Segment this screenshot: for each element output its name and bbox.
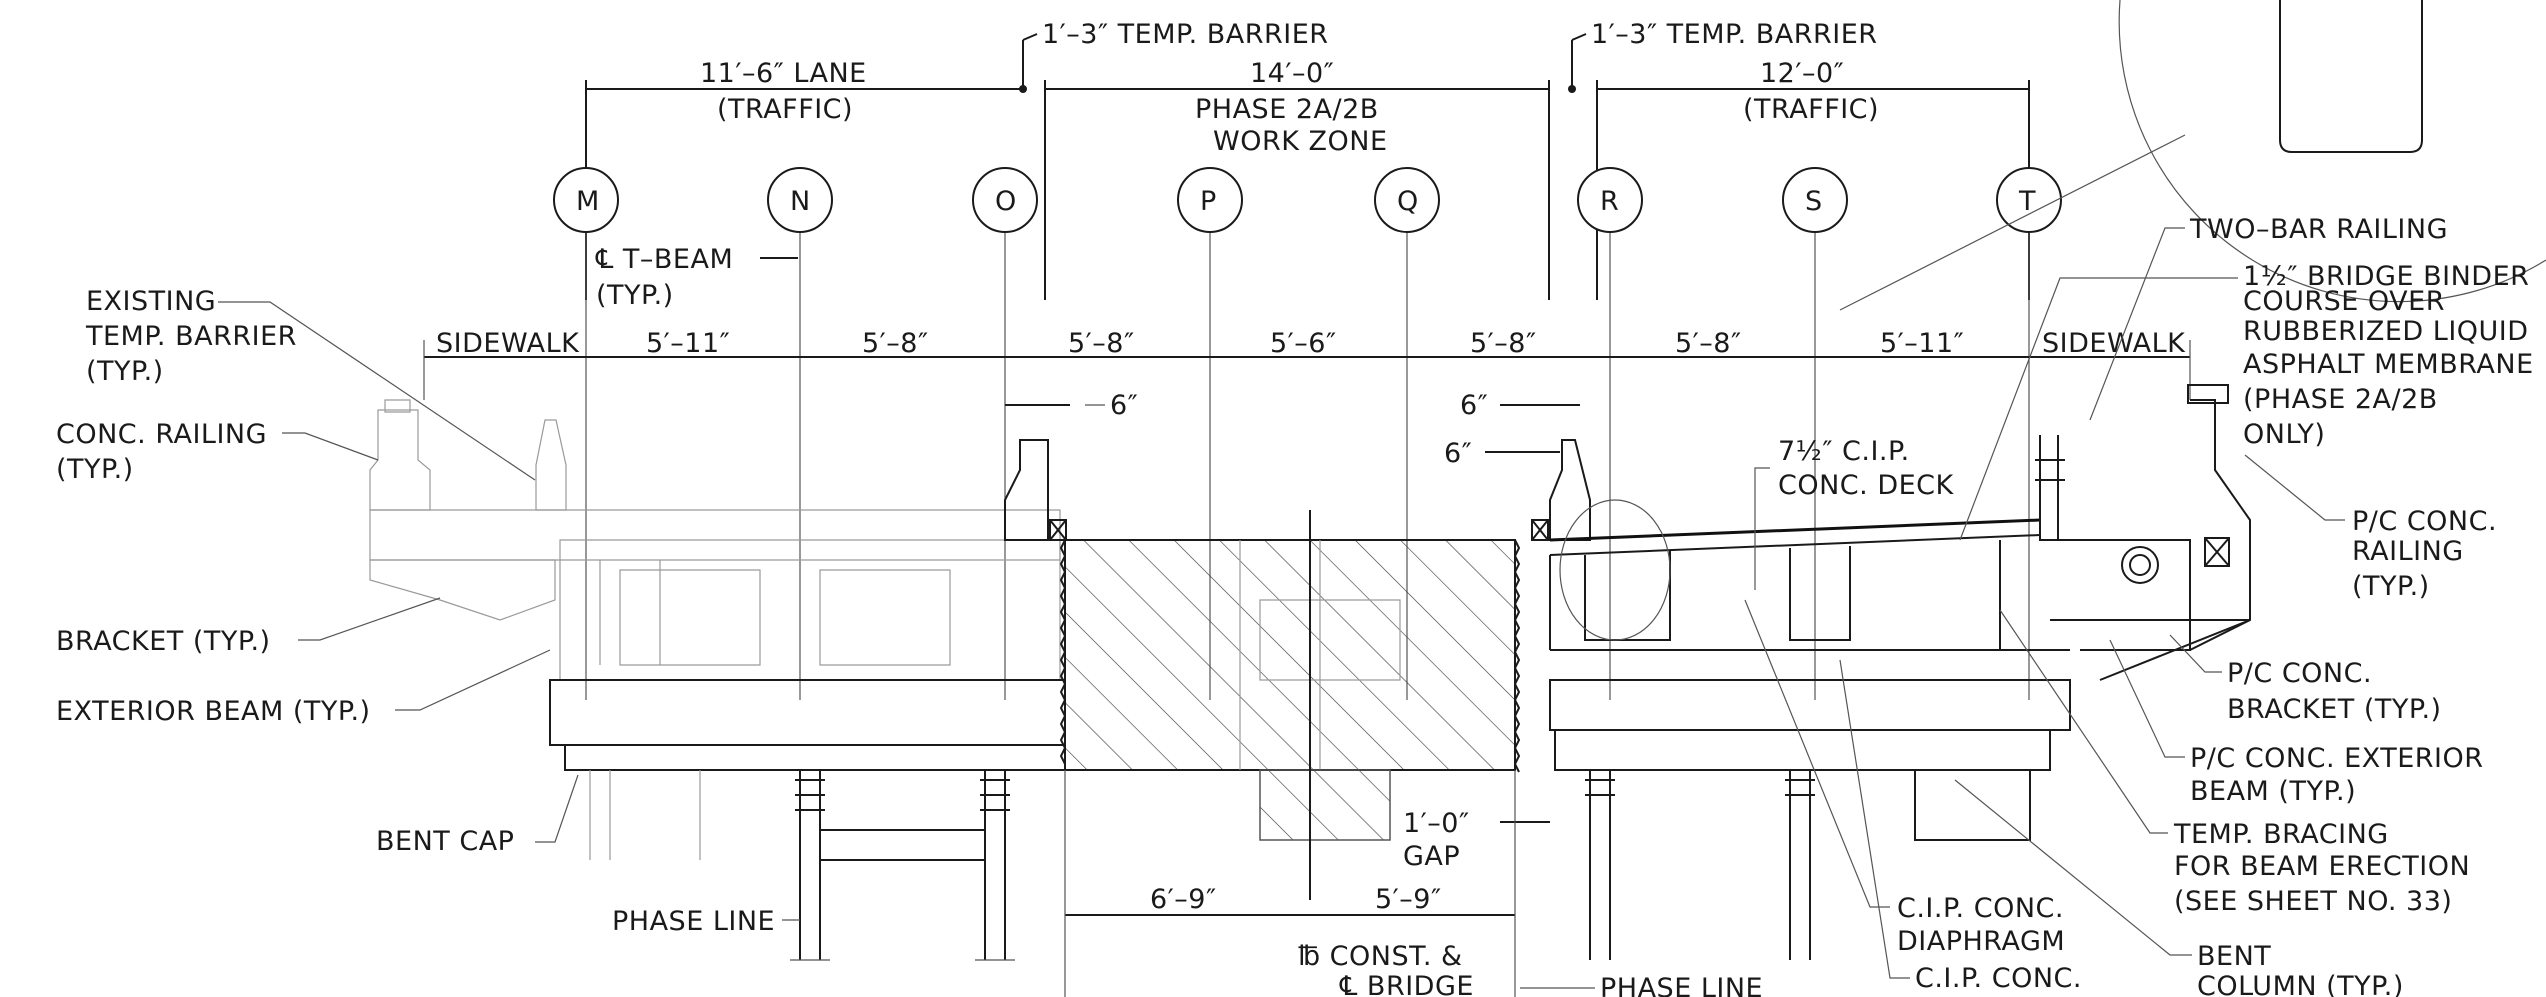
grid-bubble-s: S: [1782, 167, 1848, 233]
grid-bubble-q: Q: [1374, 167, 1440, 233]
new-structure: [1531, 384, 2251, 960]
conc-railing-label-1: CONC. RAILING: [56, 419, 267, 450]
grid-bubble-o: O: [972, 167, 1038, 233]
grid-label-p: P: [1200, 186, 1217, 217]
work-zone-line2: WORK ZONE: [1213, 126, 1388, 157]
phase-line-left-label: PHASE LINE: [612, 906, 775, 937]
existing-barrier-label-1: EXISTING: [86, 286, 216, 317]
grid-label-t: T: [2018, 186, 2036, 217]
gap-label: GAP: [1403, 841, 1460, 872]
grid-bubble-p: P: [1177, 167, 1243, 233]
grid-bubble-r: R: [1577, 167, 1643, 233]
grid-label-s: S: [1805, 186, 1823, 217]
spacing-q-r: 5′–8″: [1470, 328, 1537, 359]
bracket-label: BRACKET (TYP.): [56, 626, 271, 657]
barrier-offset-left: 6″: [1110, 390, 1138, 421]
gap-dimension: 1′–0″: [1403, 808, 1470, 839]
bent-column-label-2: COLUMN (TYP.): [2197, 971, 2404, 997]
detail-circle: [1839, 0, 2546, 311]
cip-conc-label: C.I.P. CONC.: [1915, 963, 2082, 994]
const-cl-label-1: ℔ CONST. &: [1298, 941, 1463, 972]
pc-railing-label-3: (TYP.): [2352, 571, 2430, 602]
bent-cap-label: BENT CAP: [376, 826, 514, 857]
cl-tbeam-typ: (TYP.): [596, 280, 674, 311]
pc-ext-beam-label-2: BEAM (TYP.): [2190, 776, 2356, 807]
work-zone-line1: PHASE 2A/2B: [1195, 94, 1379, 125]
binder-label-6: ONLY): [2243, 419, 2325, 450]
existing-barrier-label-3: (TYP.): [86, 356, 164, 387]
diaphragm-label-1: C.I.P. CONC.: [1897, 893, 2064, 924]
const-cl-label-2: ℄ BRIDGE: [1339, 971, 1474, 997]
work-zone-dimension: 14′–0″: [1250, 58, 1334, 89]
barrier-left-label: 1′–3″ TEMP. BARRIER: [1042, 19, 1329, 50]
temp-bracing-label-3: (SEE SHEET NO. 33): [2174, 886, 2452, 917]
bottom-dim-right: 5′–9″: [1375, 884, 1442, 915]
binder-label-1: 1½″ BRIDGE BINDER: [2243, 261, 2529, 292]
grid-label-r: R: [1600, 186, 1619, 217]
pc-ext-beam-label-1: P/C CONC. EXTERIOR: [2190, 743, 2484, 774]
two-bar-railing-label: TWO–BAR RAILING: [2189, 214, 2448, 245]
phase-line-bottom-label: PHASE LINE: [1600, 973, 1763, 997]
temp-bracing-label-1: TEMP. BRACING: [2173, 819, 2389, 850]
pc-railing-label-1: P/C CONC.: [2352, 506, 2497, 537]
spacing-o-p: 5′–8″: [1068, 328, 1135, 359]
lane-left-dimension: 11′–6″ LANE: [700, 58, 867, 89]
bent-column-label-1: BENT: [2197, 941, 2271, 972]
bottom-dim-left: 6′–9″: [1150, 884, 1217, 915]
barrier-right-label: 1′–3″ TEMP. BARRIER: [1591, 19, 1878, 50]
existing-barrier-label-2: TEMP. BARRIER: [85, 321, 297, 352]
work-zone-hatch: [1064, 539, 1516, 771]
barrier-offset-right-bottom: 6″: [1444, 438, 1472, 469]
spacing-n-o: 5′–8″: [862, 328, 929, 359]
pc-bracket-label-2: BRACKET (TYP.): [2227, 694, 2442, 725]
grid-label-n: N: [790, 186, 811, 217]
lane-left-subtitle: (TRAFFIC): [717, 94, 853, 125]
binder-label-5: (PHASE 2A/2B: [2243, 384, 2438, 415]
sidewalk-right-label: SIDEWALK: [2042, 328, 2186, 359]
grid-label-q: Q: [1397, 186, 1419, 217]
spacing-r-s: 5′–8″: [1675, 328, 1742, 359]
grid-bubble-t: T: [1996, 167, 2062, 233]
grid-label-m: M: [576, 186, 600, 217]
grid-bubble-m: M: [553, 167, 619, 233]
binder-label-3: RUBBERIZED LIQUID: [2243, 316, 2529, 347]
temp-barrier-left: [1004, 439, 1067, 541]
exterior-beam-label: EXTERIOR BEAM (TYP.): [56, 696, 371, 727]
barrier-offset-right-top: 6″: [1460, 390, 1488, 421]
sidewalk-left-label: SIDEWALK: [436, 328, 580, 359]
spacing-m-n: 5′–11″: [646, 328, 730, 359]
spacing-dimensions: [423, 340, 2191, 400]
deck-label-2: CONC. DECK: [1778, 470, 1955, 501]
existing-structure: [369, 399, 1066, 961]
deck-label-1: 7½″ C.I.P.: [1778, 436, 1910, 467]
temp-bracing-label-2: FOR BEAM ERECTION: [2174, 851, 2470, 882]
pc-railing-label-2: RAILING: [2352, 536, 2464, 567]
diaphragm-label-2: DIAPHRAGM: [1897, 926, 2065, 957]
binder-label-2: COURSE OVER: [2243, 286, 2445, 317]
pc-bracket-label-1: P/C CONC.: [2227, 658, 2372, 689]
spacing-s-t: 5′–11″: [1880, 328, 1964, 359]
cl-tbeam-label: ℄ T–BEAM: [595, 244, 733, 275]
spacing-p-q: 5′–6″: [1270, 328, 1337, 359]
lane-right-dimension: 12′–0″: [1760, 58, 1844, 89]
bottom-dimension: [1064, 770, 1516, 997]
conc-railing-label-2: (TYP.): [56, 454, 134, 485]
lane-right-subtitle: (TRAFFIC): [1743, 94, 1879, 125]
grid-label-o: O: [995, 186, 1017, 217]
grid-bubble-n: N: [767, 167, 833, 233]
binder-label-4: ASPHALT MEMBRANE: [2243, 349, 2534, 380]
